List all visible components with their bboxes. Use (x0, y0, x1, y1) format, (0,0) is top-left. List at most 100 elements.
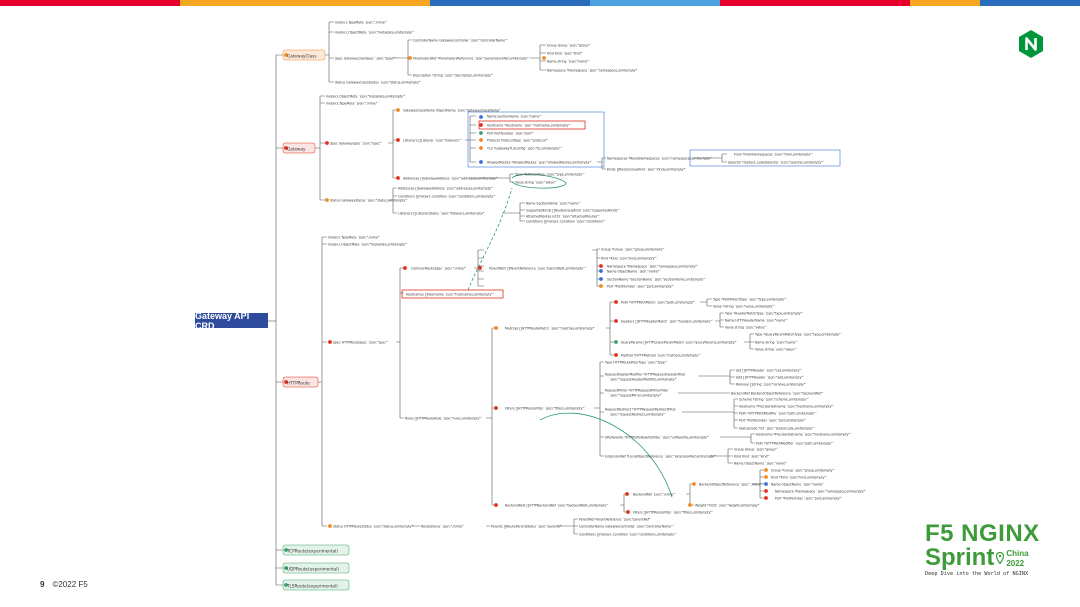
node-label[interactable]: Type *PathMatchType `json:"type,omitempt… (712, 298, 788, 302)
node-label[interactable]: UDPRoute(experimental) (287, 567, 339, 572)
node-label[interactable]: Hostnames []Hostname `json:"hostnames,om… (406, 293, 495, 297)
node-label[interactable]: Parents []RouteParentStatus `json:"paren… (491, 525, 563, 529)
node-label[interactable]: CommonRouteSpec `json:",inline"` (411, 267, 467, 271)
node-label[interactable]: Type HTTPRouteFilterType `json:"type"` (604, 361, 668, 365)
node-label[interactable]: RequestMirror *HTTPRequestMirrorFilter (605, 389, 669, 393)
node-label[interactable]: Spec GatewayClassSpec `json:"spec"` (335, 57, 397, 61)
node-label[interactable]: Type *HeaderMatchType `json:"type,omitem… (724, 312, 804, 316)
node-label[interactable]: URLRewrite *HTTPURLRewriteFilter `json:"… (605, 436, 710, 440)
root-node[interactable]: Gateway API CRD (195, 311, 268, 331)
node-label[interactable]: Hostname *Hostname `json:"hostname,omite… (487, 124, 572, 128)
node-label[interactable]: Selector *metav1.LabelSelector `json:"se… (728, 161, 825, 165)
node-label[interactable]: Conditions []metav1.Condition `json:"con… (398, 195, 497, 199)
node-label[interactable]: Listeners []Listener `json:"listeners"` (403, 139, 463, 143)
node-label[interactable]: BackendRef BackendObjectReference `json:… (731, 392, 825, 396)
node-label[interactable]: Path *HTTPPathModifier `json:"path,omite… (739, 412, 817, 416)
node-label[interactable]: Add []HTTPHeader `json:"add,omitempty"` (736, 376, 805, 380)
node-label[interactable]: TLS *GatewayTLSConfig `json:"tls,omitemp… (486, 147, 563, 151)
node-label[interactable]: `json:"requestRedirect,omitempty"` (609, 413, 667, 417)
node-label[interactable]: Name HTTPHeaderName `json:"name"` (725, 319, 789, 323)
node-label[interactable]: Name ObjectName `json:"name"` (607, 270, 661, 274)
node-label[interactable]: Group Group `json:"group"` (734, 448, 779, 452)
node-label[interactable]: Namespace *Namespace `json:"namespace,om… (775, 490, 867, 494)
node-label[interactable]: Type *QueryParamMatchType `json:"type,om… (754, 333, 842, 337)
node-label[interactable]: Conditions []metav1.Condition `json:"con… (579, 533, 678, 537)
node-label[interactable]: Gateway (287, 147, 306, 152)
node-label[interactable]: Namespaces *RouteNamespaces `json:"names… (607, 157, 713, 161)
node-label[interactable]: Matches []HTTPRouteMatch `json:"matches,… (505, 327, 596, 331)
node-label[interactable]: ExtensionRef *LocalObjectReference `json… (605, 455, 717, 459)
node-label[interactable]: metav1.TypeMeta `json:",inline"` (326, 102, 379, 106)
node-label[interactable]: SupportedKinds []RouteGroupKind `json:"s… (526, 209, 621, 213)
node-label[interactable]: Remove []string `json:"remove,omitempty"… (736, 383, 807, 387)
node-label[interactable]: Group Group `json:"group"` (547, 44, 592, 48)
node-label[interactable]: Addresses []GatewayAddress `json:"addres… (403, 177, 499, 181)
node-label[interactable]: TLSRoute(experimental) (286, 584, 338, 589)
node-label[interactable]: metav1.ObjectMeta `json:"metadata,omitem… (328, 243, 408, 247)
node-label[interactable]: RequestHeaderModifier *HTTPRequestHeader… (605, 373, 686, 377)
node-label[interactable]: ControllerName GatewayController `json:"… (413, 39, 509, 43)
node-label[interactable]: Scheme *string `json:"scheme,omitempty"` (739, 398, 810, 402)
node-label[interactable]: Namespace *Namespace `json:"namespace,om… (607, 265, 699, 269)
node-label[interactable]: Kind *Kind `json:"kind,omitempty"` (771, 476, 828, 480)
node-label[interactable]: HTTPRoute (287, 381, 310, 386)
node-label[interactable]: ControllerName GatewayController `json:"… (579, 525, 675, 529)
node-label[interactable]: Kind Kind `json:"kind"` (734, 455, 771, 459)
node-label[interactable]: Value string `json:"value"` (755, 348, 798, 352)
node-label[interactable]: Protocol ProtocolType `json:"protocol"` (487, 139, 549, 143)
node-label[interactable]: Port *PortNumber `json:"port,omitempty"` (739, 419, 807, 423)
node-label[interactable]: Namespace *Namespace `json:"namespace,om… (547, 69, 639, 73)
node-label[interactable]: Filters []HTTPRouteFilter `json:"filters… (633, 511, 714, 515)
node-label[interactable]: Status GatewayStatus `json:"status,omite… (330, 199, 409, 203)
node-label[interactable]: Listeners []ListenerStatus `json:"listen… (398, 212, 486, 216)
node-label[interactable]: Port *PortNumber `json:"port,omitempty"` (775, 497, 843, 501)
node-label[interactable]: Group *Group `json:"group,omitempty"` (771, 469, 836, 473)
node-label[interactable]: Headers []HTTPHeaderMatch `json:"headers… (621, 320, 714, 324)
node-label[interactable]: From *FromNamespaces `json:"from,omitemp… (734, 153, 814, 157)
node-label[interactable]: ParametersRef *ParametersReference `json… (413, 57, 531, 61)
node-label[interactable]: AllowedRoutes *AllowedRoutes `json:"allo… (487, 161, 593, 165)
node-label[interactable]: GatewayClassName ObjectName `json:"gatew… (403, 109, 502, 113)
node-label[interactable]: RouteStatus `json:",inline"` (421, 525, 465, 529)
node-label[interactable]: Conditions []metav1.Condition `json:"con… (526, 220, 606, 224)
node-label[interactable]: Kind Kind `json:"kind"` (547, 52, 584, 56)
node-label[interactable]: Spec GatewaySpec `json:"spec"` (330, 142, 383, 146)
node-label[interactable]: RequestRedirect *HTTPRequestRedirectFilt… (605, 408, 677, 412)
node-label[interactable]: Name ObjectName `json:"name"` (771, 483, 825, 487)
node-label[interactable]: Value *string `json:"value,omitempty"` (713, 305, 776, 309)
node-label[interactable]: SectionName *SectionName `json:"sectionN… (607, 278, 707, 282)
node-label[interactable]: Rules []HTTPRouteRule `json:"rules,omite… (405, 417, 483, 421)
node-label[interactable]: Hostname *PreciseHostname `json:"hostnam… (756, 433, 852, 437)
node-label[interactable]: `json:"requestMirror,omitempty"` (609, 394, 663, 398)
node-label[interactable]: metav1.ObjectMeta `json:"metadata,omitem… (326, 95, 406, 99)
node-label[interactable]: Type *AddressType `json:"type,omitempty"… (514, 173, 586, 177)
node-label[interactable]: Path *HTTPPathModifier `json:"path,omite… (756, 442, 834, 446)
node-label[interactable]: Method *HTTPMethod `json:"method,omitemp… (621, 354, 702, 358)
node-label[interactable]: AttachedRoutes int32 `json:"attachedRout… (526, 215, 601, 219)
node-label[interactable]: ParentRef ParentReference `json:"parentR… (579, 518, 652, 522)
node-label[interactable]: Kind *Kind `json:"kind,omitempty"` (601, 257, 658, 261)
node-label[interactable]: Path *HTTPPathMatch `json:"path,omitempt… (621, 301, 696, 305)
node-label[interactable]: Group *Group `json:"group,omitempty"` (601, 248, 666, 252)
node-label[interactable]: BackendRef `json:",inline"` (633, 493, 677, 497)
node-label[interactable]: metav1.TypeMeta `json:",inline"` (328, 236, 381, 240)
node-label[interactable]: Kinds []RouteGroupKind `json:"kinds,omit… (607, 168, 687, 172)
node-label[interactable]: TCPRoute(experimental) (286, 549, 338, 554)
node-label[interactable]: Name string `json:"name"` (755, 341, 799, 345)
node-label[interactable]: Name SectionName `json:"name"` (526, 202, 582, 206)
node-label[interactable]: Port PortNumber `json:"port"` (487, 132, 535, 136)
node-label[interactable]: Name ObjectName `json:"name"` (734, 462, 788, 466)
node-label[interactable]: `json:"requestHeaderModifier,omitempty"` (609, 378, 678, 382)
node-label[interactable]: Status HTTPRouteStatus `json:"status,omi… (333, 525, 415, 529)
node-label[interactable]: Filters []HTTPRouteFilter `json:"filters… (505, 407, 586, 411)
node-label[interactable]: Name string `json:"name"` (547, 60, 591, 64)
node-label[interactable]: Set []HTTPHeader `json:"set,omitempty"` (736, 369, 803, 373)
node-label[interactable]: QueryParams []HTTPQueryParamMatch `json:… (621, 341, 738, 345)
node-label[interactable]: Addresses []GatewayAddress `json:"addres… (398, 187, 494, 191)
node-label[interactable]: Weight *int32 `json:"weight,omitempty"` (695, 504, 761, 508)
node-label[interactable]: Description *string `json:"description,o… (413, 74, 494, 78)
node-label[interactable]: Spec HTTPRouteSpec `json:"spec"` (333, 341, 389, 345)
node-label[interactable]: BackendRefs []HTTPBackendRef `json:"back… (505, 504, 610, 508)
node-label[interactable]: StatusCode *int `json:"statusCode,omitem… (739, 427, 816, 431)
node-label[interactable]: Status GatewayClassStatus `json:"status,… (335, 81, 422, 85)
